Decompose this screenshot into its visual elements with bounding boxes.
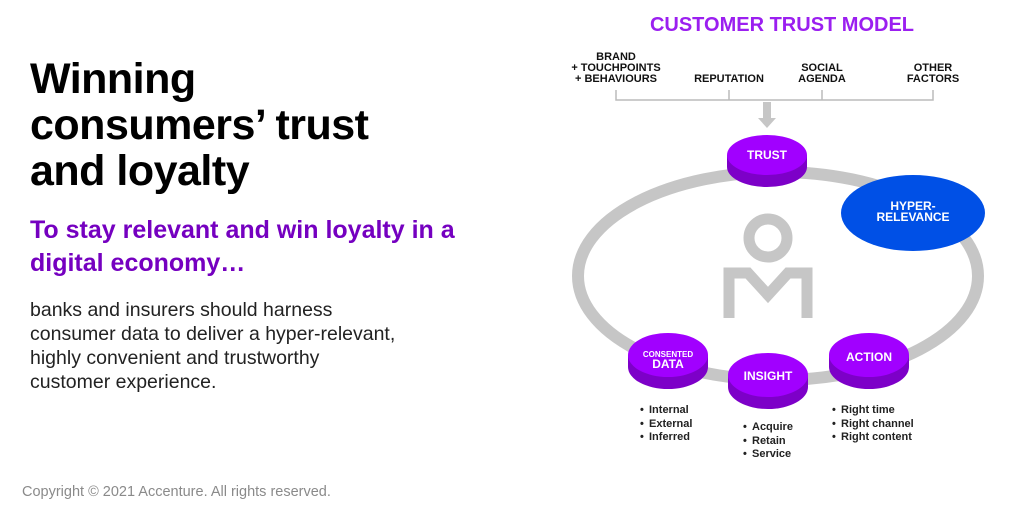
arrow-down-icon	[758, 102, 776, 128]
bullet-mark: •	[832, 404, 836, 416]
body-text: banks and insurers should harness consum…	[30, 298, 470, 394]
person-icon	[723, 213, 813, 318]
bullet-item: Retain	[752, 435, 786, 447]
headline-line: consumers’ trust	[30, 101, 369, 149]
factor-labels: BRAND + TOUCHPOINTS + BEHAVIOURS REPUTAT…	[571, 51, 959, 85]
insight-node: INSIGHT	[728, 353, 808, 409]
insight-label: INSIGHT	[744, 369, 793, 383]
insight-bullets: • Acquire • Retain • Service	[743, 421, 793, 460]
factor-factors: FACTORS	[907, 73, 959, 85]
bullet-mark: •	[832, 431, 836, 443]
factor-reputation: REPUTATION	[694, 73, 764, 85]
factor-bracket	[615, 90, 934, 101]
body-line: consumer data to deliver a hyper-relevan…	[30, 323, 396, 345]
body-line: highly convenient and trustworthy	[30, 347, 320, 369]
bullet-item: Right channel	[841, 418, 914, 430]
bullet-item: Right content	[841, 431, 912, 443]
data-bullets: • Internal • External • Inferred	[640, 404, 692, 443]
action-node: ACTION	[829, 333, 909, 389]
bullet-item: Service	[752, 448, 791, 460]
bullet-mark: •	[743, 448, 747, 460]
bullet-item: Internal	[649, 404, 689, 416]
diagram-title: CUSTOMER TRUST MODEL	[650, 14, 914, 36]
data-label: DATA	[652, 357, 684, 371]
factor-other: OTHER	[914, 62, 953, 74]
headline-line: Winning	[30, 55, 196, 103]
action-bullets: • Right time • Right channel • Right conten…	[832, 404, 914, 443]
factor-social: SOCIAL	[801, 62, 843, 74]
body-line: customer experience.	[30, 371, 217, 393]
bullet-item: External	[649, 418, 692, 430]
bullet-item: Right time	[841, 404, 895, 416]
action-label: ACTION	[846, 350, 892, 364]
subtitle: To stay relevant and win loyalty in a di…	[30, 214, 510, 280]
factor-touchpoints: + TOUCHPOINTS	[571, 62, 660, 74]
trust-node: TRUST	[727, 135, 807, 187]
bullet-mark: •	[743, 421, 747, 433]
factor-agenda: AGENDA	[798, 73, 846, 85]
copyright: Copyright © 2021 Accenture. All rights r…	[22, 484, 331, 500]
consented-label: CONSENTED	[643, 350, 693, 359]
subtitle-line: To stay relevant and win loyalty in a	[30, 216, 455, 244]
subtitle-line: digital economy…	[30, 249, 246, 277]
relevance-label: RELEVANCE	[876, 210, 949, 224]
bullet-item: Acquire	[752, 421, 793, 433]
trust-label: TRUST	[747, 148, 788, 162]
factor-brand: BRAND	[596, 51, 636, 63]
body-line: banks and insurers should harness	[30, 299, 333, 321]
headline-line: and loyalty	[30, 147, 250, 195]
bullet-mark: •	[743, 435, 747, 447]
bullet-mark: •	[640, 431, 644, 443]
hyper-relevance-node: HYPER- RELEVANCE	[841, 175, 985, 251]
consented-data-node: CONSENTED DATA	[628, 333, 708, 389]
bullet-mark: •	[832, 418, 836, 430]
factor-behaviours: + BEHAVIOURS	[575, 73, 657, 85]
bullet-mark: •	[640, 418, 644, 430]
bullet-mark: •	[640, 404, 644, 416]
bullet-item: Inferred	[649, 431, 690, 443]
hyper-label: HYPER-	[890, 199, 935, 213]
headline: Winning consumers’ trust and loyalty	[30, 56, 490, 194]
